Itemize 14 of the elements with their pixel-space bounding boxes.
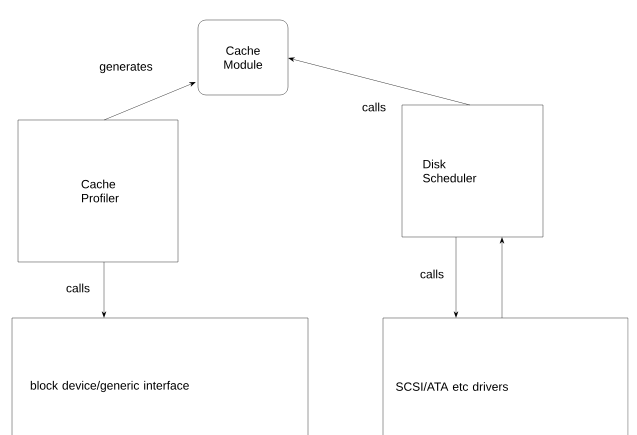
- process-box: Disk Scheduler: [402, 104, 544, 238]
- arrow: [104, 82, 196, 120]
- edge-label: calls: [65, 282, 91, 294]
- layer-box: block device/generic interface: [12, 318, 308, 435]
- edge-label: generates: [98, 62, 154, 74]
- edge-label: calls: [419, 268, 445, 280]
- layer-box: SCSI/ATA etc drivers: [382, 318, 628, 435]
- module-box: Cache Module: [198, 20, 288, 96]
- arrow: [500, 237, 504, 318]
- arrow: [288, 57, 470, 106]
- arrow: [102, 262, 106, 318]
- edge-label: calls: [361, 102, 387, 112]
- arrow: [454, 236, 458, 318]
- process-box: Cache Profiler: [18, 120, 178, 262]
